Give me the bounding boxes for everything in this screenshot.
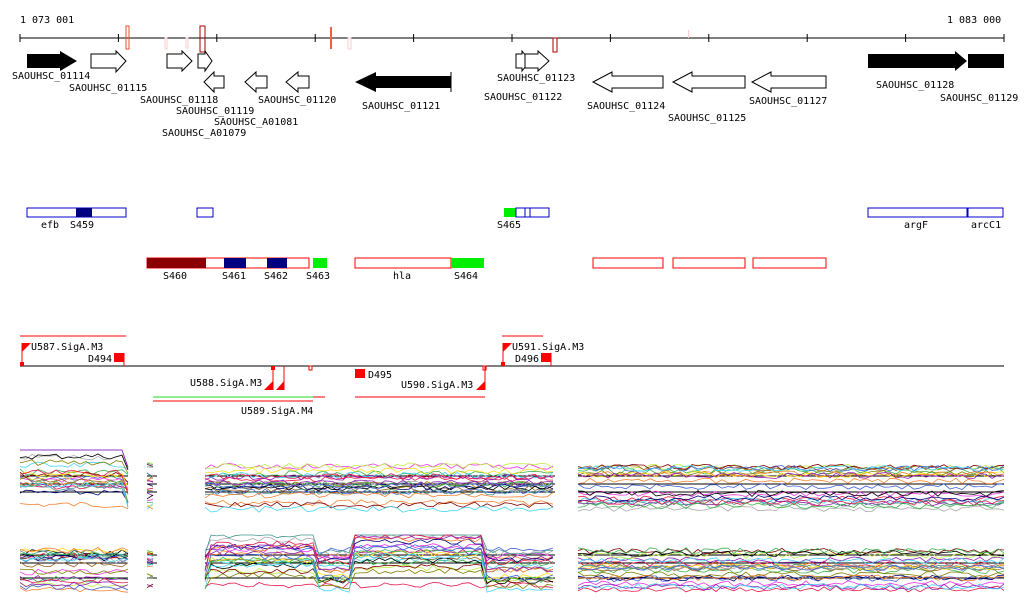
promoter-U589[interactable]: U589.SigA.M4 bbox=[241, 366, 313, 417]
svg-text:arcC1: arcC1 bbox=[971, 220, 1001, 231]
expression-line bbox=[20, 485, 128, 503]
terminator-D495[interactable]: D495 bbox=[309, 366, 392, 381]
svg-text:SAOUHSC_01118: SAOUHSC_01118 bbox=[140, 95, 218, 106]
operon-S459[interactable] bbox=[76, 208, 92, 217]
svg-text:S463: S463 bbox=[306, 271, 330, 282]
expression-line bbox=[147, 490, 153, 491]
gene-SAOUHSC_01127[interactable]: SAOUHSC_01127 bbox=[749, 72, 827, 107]
svg-text:SAOUHSC_A01079: SAOUHSC_A01079 bbox=[162, 128, 246, 139]
promoter-track: U587.SigA.M3 D494 U588.SigA.M3 U589.SigA… bbox=[20, 336, 1004, 417]
coordinate-ruler: 1 073 001 1 083 000 bbox=[20, 15, 1004, 52]
svg-text:S459: S459 bbox=[70, 220, 94, 231]
gene-SAOUHSC_01125[interactable]: SAOUHSC_01125 bbox=[668, 72, 746, 124]
expression-line bbox=[205, 506, 553, 512]
svg-text:SAOUHSC_01125: SAOUHSC_01125 bbox=[668, 113, 746, 124]
gene-SAOUHSC_01120[interactable]: SAOUHSC_01120 bbox=[258, 72, 336, 106]
svg-text:S465: S465 bbox=[497, 220, 521, 231]
svg-text:S460: S460 bbox=[163, 271, 187, 282]
operon-argF[interactable] bbox=[868, 208, 967, 217]
operon-S462[interactable] bbox=[267, 258, 287, 268]
svg-text:SAOUHSC_01123: SAOUHSC_01123 bbox=[497, 73, 575, 84]
svg-text:S464: S464 bbox=[454, 271, 478, 282]
gene-SAOUHSC_01128[interactable]: SAOUHSC_01128 bbox=[868, 51, 967, 91]
operon-S464[interactable] bbox=[451, 258, 484, 268]
expression-line bbox=[205, 468, 553, 474]
expression-line bbox=[205, 558, 553, 584]
expression-line bbox=[20, 481, 128, 506]
svg-text:SAOUHSC_01120: SAOUHSC_01120 bbox=[258, 95, 336, 106]
operon-track-plus: efb S459 S465 argF arcC1 bbox=[27, 208, 1003, 231]
svg-text:SAOUHSC_01128: SAOUHSC_01128 bbox=[876, 80, 954, 91]
svg-text:hla: hla bbox=[393, 271, 411, 282]
svg-text:U587.SigA.M3: U587.SigA.M3 bbox=[31, 342, 103, 353]
svg-text:SAOUHSC_01119: SAOUHSC_01119 bbox=[176, 106, 254, 117]
svg-text:SAOUHSC_01127: SAOUHSC_01127 bbox=[749, 96, 827, 107]
svg-text:D495: D495 bbox=[368, 370, 392, 381]
expression-line bbox=[578, 478, 1004, 484]
expression-line bbox=[147, 467, 153, 468]
svg-text:U589.SigA.M4: U589.SigA.M4 bbox=[241, 406, 313, 417]
operon-S460[interactable] bbox=[147, 258, 206, 268]
operon-track-minus: S460 S461 S462 S463 hla S464 bbox=[147, 258, 826, 282]
gene-track: SAOUHSC_01114 SAOUHSC_01115 SAOUHSC_A010… bbox=[12, 51, 1018, 139]
terminator-D496[interactable]: D496 bbox=[515, 353, 551, 366]
operon-S465[interactable] bbox=[504, 208, 516, 217]
svg-text:SAOUHSC_01115: SAOUHSC_01115 bbox=[69, 83, 147, 94]
expression-line bbox=[20, 450, 128, 468]
expression-line bbox=[147, 566, 153, 567]
gene-SAOUHSC_01124[interactable]: SAOUHSC_01124 bbox=[587, 72, 665, 112]
svg-text:U590.SigA.M3: U590.SigA.M3 bbox=[401, 380, 473, 391]
promoter-U588[interactable]: U588.SigA.M3 bbox=[190, 366, 275, 390]
gene-SAOUHSC_01121[interactable]: SAOUHSC_01121 bbox=[355, 72, 451, 112]
svg-text:SAOUHSC_01121: SAOUHSC_01121 bbox=[362, 101, 440, 112]
expression-line bbox=[578, 581, 1004, 587]
operon-S461[interactable] bbox=[224, 258, 246, 268]
expression-line bbox=[578, 564, 1004, 570]
ruler-end-label: 1 083 000 bbox=[947, 15, 1001, 26]
svg-text:D496: D496 bbox=[515, 354, 539, 365]
svg-text:SAOUHSC_01124: SAOUHSC_01124 bbox=[587, 101, 665, 112]
expression-line bbox=[147, 495, 153, 499]
svg-text:SAOUHSC_01114: SAOUHSC_01114 bbox=[12, 71, 90, 82]
gene-SAOUHSC_01123[interactable]: SAOUHSC_01123 bbox=[497, 51, 575, 84]
operon-hla[interactable] bbox=[355, 258, 451, 268]
operon-box[interactable] bbox=[753, 258, 826, 268]
svg-text:U591.SigA.M3: U591.SigA.M3 bbox=[512, 342, 584, 353]
expression-line bbox=[147, 500, 153, 501]
terminator-D494[interactable]: D494 bbox=[88, 353, 124, 366]
ruler-start-label: 1 073 001 bbox=[20, 15, 74, 26]
operon-arcC1[interactable] bbox=[968, 208, 1003, 217]
expression-line bbox=[20, 454, 128, 470]
svg-text:SAOUHSC_01122: SAOUHSC_01122 bbox=[484, 92, 562, 103]
svg-text:argF: argF bbox=[904, 220, 928, 231]
svg-text:S462: S462 bbox=[264, 271, 288, 282]
operon-box[interactable] bbox=[197, 208, 213, 217]
svg-text:efb: efb bbox=[41, 220, 59, 231]
operon-box[interactable] bbox=[673, 258, 745, 268]
svg-text:S461: S461 bbox=[222, 271, 246, 282]
expression-line bbox=[147, 488, 153, 489]
expression-line bbox=[20, 502, 128, 508]
gene-SAOUHSC_01114[interactable]: SAOUHSC_01114 bbox=[12, 51, 90, 82]
operon-box[interactable] bbox=[516, 208, 549, 217]
svg-text:U588.SigA.M3: U588.SigA.M3 bbox=[190, 378, 262, 389]
svg-text:SAOUHSC_01129: SAOUHSC_01129 bbox=[940, 93, 1018, 104]
tss-marks bbox=[126, 26, 689, 52]
svg-text:SAOUHSC_A01081: SAOUHSC_A01081 bbox=[214, 117, 298, 128]
operon-S463[interactable] bbox=[313, 258, 327, 268]
operon-box[interactable] bbox=[593, 258, 663, 268]
expression-line bbox=[20, 569, 128, 574]
svg-text:D494: D494 bbox=[88, 354, 112, 365]
promoter-U590[interactable]: U590.SigA.M3 bbox=[401, 366, 486, 391]
expression-profiles bbox=[20, 450, 1004, 592]
